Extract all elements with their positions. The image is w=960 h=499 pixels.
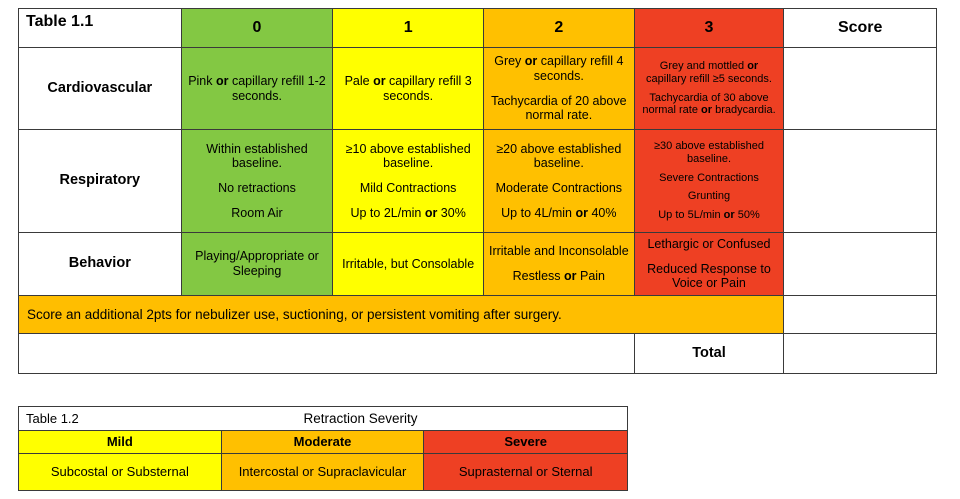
row-behavior: Behavior Playing/Appropriate or Sleeping… xyxy=(19,233,936,296)
pews-score-table: Table 1.1 0 1 2 3 Score Cardiovascular P… xyxy=(18,8,937,374)
cell-respiratory-1: ≥10 above established baseline.Mild Cont… xyxy=(333,130,484,233)
extra-points-banner: Score an additional 2pts for nebulizer u… xyxy=(19,296,785,334)
description-row: Subcostal or Substernal Intercostal or S… xyxy=(19,454,628,490)
cell-cardiovascular-2: Grey or capillary refill 4 seconds.Tachy… xyxy=(483,48,635,130)
table1-label: Table 1.1 xyxy=(19,9,182,48)
cell-cardiovascular-3: Grey and mottled or capillary refill ≥5 … xyxy=(634,48,785,130)
retraction-header-row: Table 1.2 Retraction Severity xyxy=(19,407,627,431)
description-cell-severe: Suprasternal or Sternal xyxy=(424,454,628,490)
description-cell-mild: Subcostal or Substernal xyxy=(19,454,222,490)
cell-respiratory-0: Within established baseline.No retractio… xyxy=(181,130,334,233)
total-row-spacer xyxy=(19,334,635,373)
cell-behavior-1: Irritable, but Consolable xyxy=(333,233,484,296)
severity-cell-mild: Mild xyxy=(19,431,222,454)
row-banner: Score an additional 2pts for nebulizer u… xyxy=(19,296,936,334)
cell-cardiovascular-0: Pink or capillary refill 1-2 seconds. xyxy=(181,48,334,130)
total-label: Total xyxy=(635,334,785,373)
table2-title: Retraction Severity xyxy=(303,410,418,426)
row-label-cardiovascular: Cardiovascular xyxy=(19,48,182,130)
header-cell-3: 3 xyxy=(634,9,785,48)
table2-label: Table 1.2 xyxy=(26,410,79,426)
header-cell-0: 0 xyxy=(181,9,334,48)
score-cell-respiratory xyxy=(784,130,936,233)
cell-respiratory-3: ≥30 above established baseline.Severe Co… xyxy=(634,130,785,233)
score-cell-banner xyxy=(784,296,936,334)
severity-cell-moderate: Moderate xyxy=(221,431,425,454)
row-cardiovascular: Cardiovascular Pink or capillary refill … xyxy=(19,48,936,130)
severity-cell-severe: Severe xyxy=(424,431,628,454)
cell-cardiovascular-1: Pale or capillary refill 3 seconds. xyxy=(333,48,484,130)
score-header: Score xyxy=(784,9,937,48)
header-cell-1: 1 xyxy=(333,9,484,48)
row-total: Total xyxy=(19,334,936,373)
row-label-respiratory: Respiratory xyxy=(19,130,182,233)
header-row: Table 1.1 0 1 2 3 Score xyxy=(19,9,937,48)
score-cell-behavior xyxy=(784,233,936,296)
header-cell-2: 2 xyxy=(484,9,635,48)
total-score-cell xyxy=(784,334,936,373)
score-cell-cardiovascular xyxy=(784,48,936,130)
row-respiratory: Respiratory Within established baseline.… xyxy=(19,130,936,233)
severity-row: Mild Moderate Severe xyxy=(19,431,628,454)
row-label-behavior: Behavior xyxy=(19,233,182,296)
retraction-severity-table: Table 1.2 Retraction Severity Mild Moder… xyxy=(18,406,628,491)
description-cell-moderate: Intercostal or Supraclavicular xyxy=(221,454,425,490)
cell-behavior-0: Playing/Appropriate or Sleeping xyxy=(181,233,334,296)
cell-respiratory-2: ≥20 above established baseline.Moderate … xyxy=(483,130,635,233)
